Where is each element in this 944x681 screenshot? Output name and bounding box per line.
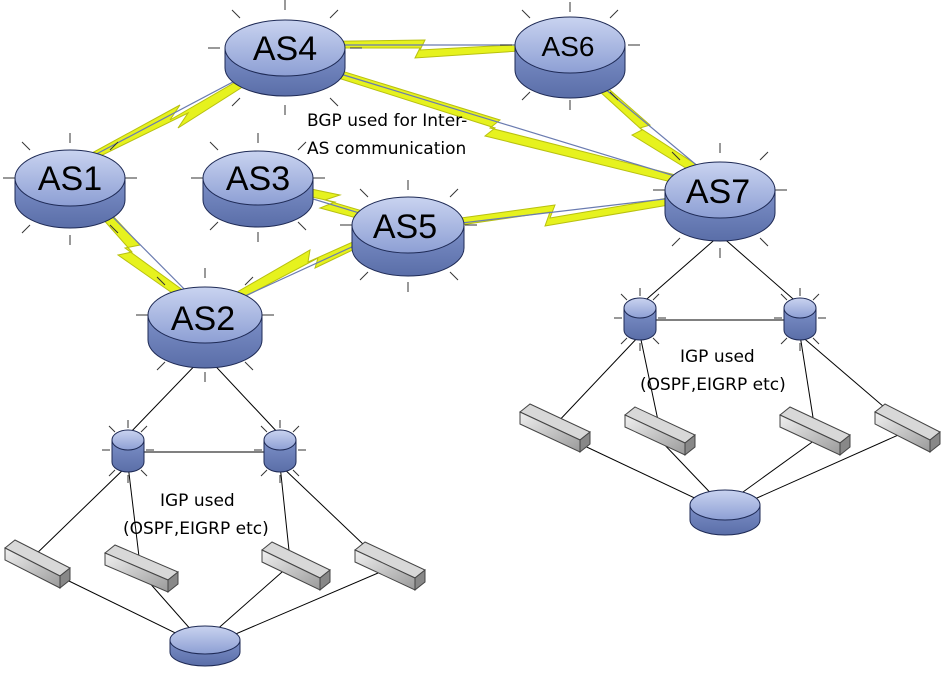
router-label-as7: AS7	[686, 173, 750, 211]
router-label-as6: AS6	[542, 31, 595, 62]
router-as4[interactable]: AS4	[208, 0, 362, 115]
router-label-as3: AS3	[226, 160, 290, 198]
switch-left-1[interactable]	[4, 539, 71, 590]
switch-right-2[interactable]	[624, 406, 696, 457]
router-as1[interactable]: AS1	[3, 133, 137, 245]
internal-router-left-bottom[interactable]	[169, 625, 241, 667]
igp-note-left-line1: IGP used	[160, 491, 235, 511]
switch-left-4[interactable]	[354, 541, 426, 592]
igp-note-right-line1: IGP used	[680, 347, 755, 367]
internal-router-right-2[interactable]	[774, 288, 826, 351]
switch-left-3[interactable]	[261, 541, 331, 592]
bgp-note-line2: AS communication	[307, 139, 466, 159]
igp-note-right-line2: (OSPF,EIGRP etc)	[640, 375, 786, 395]
internal-router-left-2[interactable]	[254, 420, 306, 483]
switch-right-1[interactable]	[519, 403, 591, 454]
router-label-as4: AS4	[253, 30, 317, 68]
internal-router-right-1[interactable]	[614, 288, 666, 351]
switch-left-2[interactable]	[104, 544, 179, 594]
igp-note-left-line2: (OSPF,EIGRP etc)	[123, 519, 269, 539]
bgp-note-line1: BGP used for Inter-	[307, 111, 467, 131]
internal-router-right-bottom[interactable]	[689, 489, 761, 536]
router-as6[interactable]: AS6	[500, 2, 640, 110]
router-label-as1: AS1	[38, 160, 102, 198]
switch-right-3[interactable]	[779, 406, 851, 457]
igp-links-right	[554, 234, 906, 511]
internal-router-left-1[interactable]	[102, 420, 154, 483]
router-label-as2: AS2	[171, 300, 235, 338]
router-label-as5: AS5	[373, 208, 437, 246]
router-as3[interactable]: AS3	[191, 133, 325, 242]
switch-right-4[interactable]	[874, 403, 941, 454]
router-as7[interactable]: AS7	[653, 143, 787, 258]
router-as2[interactable]: AS2	[136, 268, 274, 382]
router-as5[interactable]: AS5	[340, 180, 477, 292]
